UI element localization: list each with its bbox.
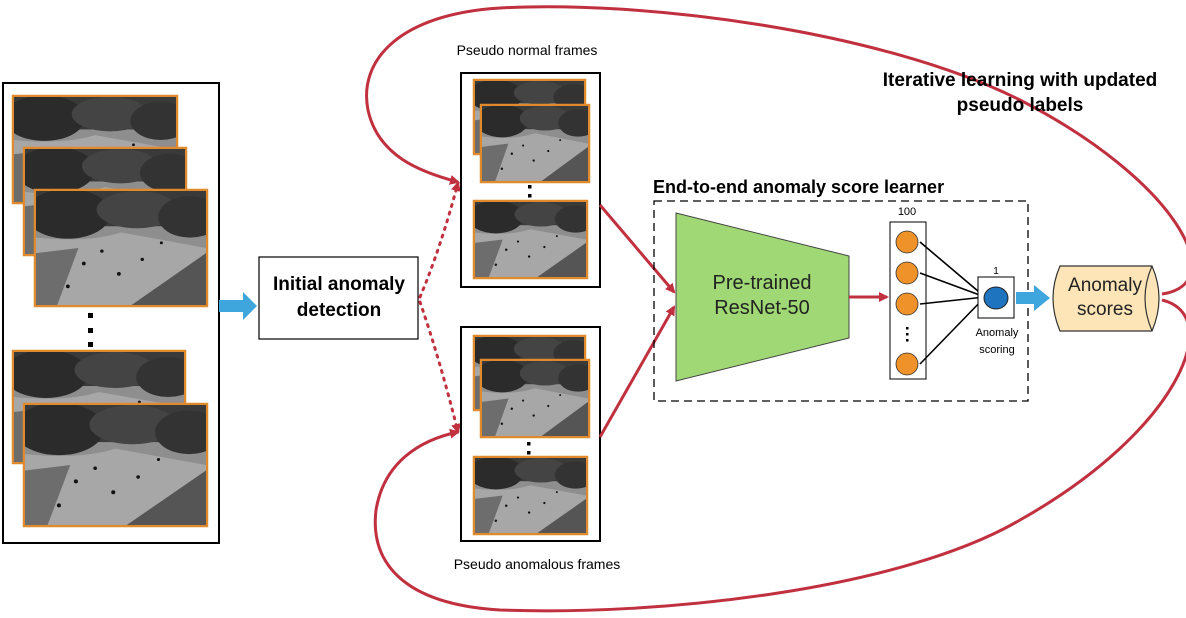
input-frames-stack [2, 82, 220, 544]
initial-detection-label-1: Initial anomaly [273, 274, 405, 295]
neuron-100 [895, 352, 919, 376]
pseudo-normal-frame-2 [479, 103, 591, 184]
pseudo-normal-group [460, 72, 601, 288]
input-frame-5 [22, 402, 209, 528]
resnet-label-2: ResNet-50 [714, 297, 810, 319]
arrow-normal-to-resnet [598, 204, 676, 294]
dotted-arrow-to-normal [418, 181, 461, 299]
initial-detection-box: Initial anomaly detection [258, 256, 419, 340]
anomaly-scoring-label-2: scoring [979, 344, 1014, 356]
pseudo-anomalous-frame-3 [472, 455, 589, 536]
feedback-loop-top [365, 5, 1186, 296]
initial-detection-label-2: detection [297, 300, 381, 321]
learner-title: End-to-end anomaly score learner [653, 177, 944, 197]
iterative-label-2: pseudo labels [957, 95, 1084, 116]
flow-arrow-input [219, 292, 257, 320]
pseudo-anomalous-frame-2 [479, 358, 591, 439]
fc-dots [906, 327, 909, 342]
ellipsis-dots [88, 313, 93, 347]
resnet-block: Pre-trained ResNet-50 [675, 212, 850, 382]
feedback-loop-bottom [373, 298, 1186, 613]
output-layer: 1 Anomaly scoring [976, 266, 1019, 356]
flow-arrow-scores [1016, 285, 1050, 311]
pseudo-normal-title: Pseudo normal frames [457, 42, 598, 58]
iterative-label-1: Iterative learning with updated [883, 70, 1158, 91]
input-frame-3 [33, 188, 209, 308]
anomaly-scoring-label-1: Anomaly [976, 327, 1019, 339]
output-count-label: 1 [993, 266, 999, 277]
output-neuron [983, 286, 1009, 310]
pseudo-normal-frame-3 [472, 199, 589, 280]
fc-connections [919, 241, 986, 365]
anomaly-scores-label-1: Anomaly [1068, 275, 1142, 296]
neuron-2 [895, 261, 919, 285]
anomaly-scores-store: Anomaly scores [1052, 265, 1160, 332]
fc-count-label: 100 [898, 206, 916, 218]
fc-layer: 100 [889, 206, 986, 380]
pseudo-anomalous-title: Pseudo anomalous frames [454, 556, 621, 572]
arrow-anomalous-to-resnet [598, 305, 676, 438]
dotted-arrow-to-anomalous [418, 300, 461, 434]
neuron-1 [895, 230, 919, 254]
resnet-label-1: Pre-trained [713, 272, 812, 294]
neuron-3 [895, 292, 919, 316]
pseudo-anomalous-group [460, 326, 601, 542]
anomaly-scores-label-2: scores [1077, 299, 1133, 320]
